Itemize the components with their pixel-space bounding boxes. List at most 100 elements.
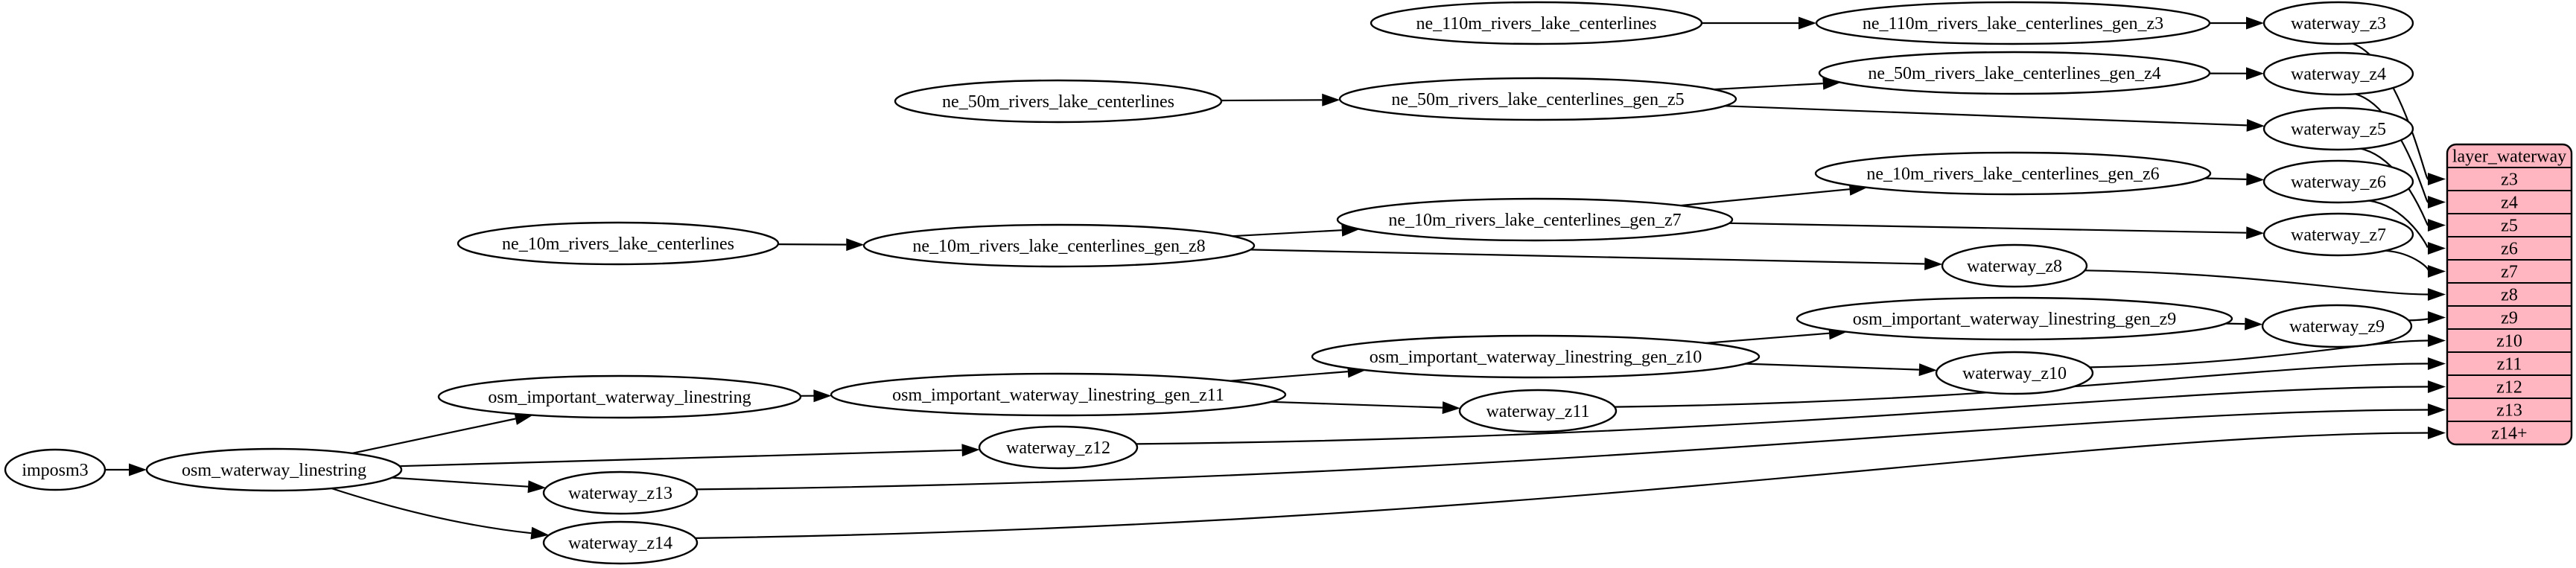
edge-ne-10m-rivers-lake-centerlines-gen-z6-waterway-z6 <box>2204 173 2265 186</box>
edges-layer <box>105 16 2446 540</box>
edge-waterway-z6-layer-waterway-z6 <box>2368 200 2446 255</box>
node-label-osm-waterway-linestring: osm_waterway_linestring <box>182 461 366 480</box>
node-ne-110m-rivers-lake-centerlines: ne_110m_rivers_lake_centerlines <box>1370 1 1703 45</box>
edge-osm-important-waterway-linestring-osm-important-waterway-linestring-gen-z11 <box>800 389 832 403</box>
node-label-waterway-z7: waterway_z7 <box>2291 226 2386 245</box>
edge-osm-important-waterway-linestring-gen-z10-waterway-z10 <box>1745 363 1937 377</box>
node-ne-110m-rivers-lake-centerlines-gen-z3: ne_110m_rivers_lake_centerlines_gen_z3 <box>1815 1 2211 45</box>
edge-waterway-z9-layer-waterway-z9 <box>2408 311 2446 324</box>
node-waterway-z6: waterway_z6 <box>2262 159 2414 204</box>
record-row-z11: z11 <box>2497 355 2522 374</box>
edge-ne-50m-rivers-lake-centerlines-gen-z4-waterway-z4 <box>2209 67 2264 80</box>
node-label-waterway-z10: waterway_z10 <box>1962 364 2067 383</box>
edge-osm-waterway-linestring-waterway-z14 <box>331 487 550 540</box>
edge-ne-50m-rivers-lake-centerlines-gen-z5-waterway-z5 <box>1724 105 2265 132</box>
record-row-z8: z8 <box>2501 286 2518 305</box>
record-header: layer_waterway <box>2452 147 2566 167</box>
node-waterway-z8: waterway_z8 <box>1941 243 2088 288</box>
node-ne-10m-rivers-lake-centerlines-gen-z6: ne_10m_rivers_lake_centerlines_gen_z6 <box>1814 151 2212 196</box>
node-waterway-z12: waterway_z12 <box>978 425 1139 470</box>
edge-ne-110m-rivers-lake-centerlines-ne-110m-rivers-lake-centerlines-gen-z3 <box>1702 16 1816 30</box>
node-label-ne-50m-rivers-lake-centerlines-gen-z5: ne_50m_rivers_lake_centerlines_gen_z5 <box>1391 90 1684 109</box>
record-row-z4: z4 <box>2501 194 2518 213</box>
node-waterway-z13: waterway_z13 <box>542 470 699 515</box>
node-label-osm-important-waterway-linestring: osm_important_waterway_linestring <box>488 388 751 407</box>
node-label-waterway-z6: waterway_z6 <box>2291 173 2386 192</box>
edge-waterway-z8-layer-waterway-z8 <box>2084 269 2446 301</box>
node-label-ne-110m-rivers-lake-centerlines-gen-z3: ne_110m_rivers_lake_centerlines_gen_z3 <box>1863 14 2163 33</box>
node-imposm3: imposm3 <box>4 448 106 491</box>
record-row-z12: z12 <box>2496 378 2522 398</box>
node-osm-important-waterway-linestring-gen-z10: osm_important_waterway_linestring_gen_z1… <box>1311 334 1761 379</box>
node-ne-50m-rivers-lake-centerlines: ne_50m_rivers_lake_centerlines <box>894 79 1223 124</box>
edge-ne-10m-rivers-lake-centerlines-gen-z8-waterway-z8 <box>1250 249 1943 270</box>
node-ne-10m-rivers-lake-centerlines-gen-z7: ne_10m_rivers_lake_centerlines_gen_z7 <box>1336 197 1734 242</box>
node-label-waterway-z3: waterway_z3 <box>2291 14 2386 33</box>
node-ne-10m-rivers-lake-centerlines-gen-z8: ne_10m_rivers_lake_centerlines_gen_z8 <box>862 223 1256 268</box>
record-row-z5: z5 <box>2501 217 2518 236</box>
node-waterway-z10: waterway_z10 <box>1935 351 2094 395</box>
edge-waterway-z4-layer-waterway-z4 <box>2355 93 2446 208</box>
node-waterway-z4: waterway_z4 <box>2262 51 2414 96</box>
node-ne-10m-rivers-lake-centerlines: ne_10m_rivers_lake_centerlines <box>457 221 780 266</box>
node-waterway-z3: waterway_z3 <box>2262 1 2414 45</box>
node-label-imposm3: imposm3 <box>22 461 88 480</box>
record-row-z10: z10 <box>2496 332 2522 351</box>
edge-osm-waterway-linestring-waterway-z12 <box>399 444 980 468</box>
edge-waterway-z12-layer-waterway-z12 <box>1136 380 2446 445</box>
edge-waterway-z14-layer-waterway-z14+ <box>695 427 2446 539</box>
node-osm-important-waterway-linestring: osm_important_waterway_linestring <box>437 374 802 419</box>
node-label-ne-10m-rivers-lake-centerlines-gen-z7: ne_10m_rivers_lake_centerlines_gen_z7 <box>1388 211 1681 230</box>
edge-osm-waterway-linestring-waterway-z13 <box>392 476 546 494</box>
node-waterway-z11: waterway_z11 <box>1458 389 1618 433</box>
node-label-waterway-z4: waterway_z4 <box>2291 65 2386 84</box>
node-label-ne-50m-rivers-lake-centerlines-gen-z4: ne_50m_rivers_lake_centerlines_gen_z4 <box>1868 64 2160 83</box>
node-ne-50m-rivers-lake-centerlines-gen-z5: ne_50m_rivers_lake_centerlines_gen_z5 <box>1338 77 1737 121</box>
node-label-waterway-z8: waterway_z8 <box>1967 257 2062 276</box>
node-label-waterway-z11: waterway_z11 <box>1486 402 1589 421</box>
record-row-z3: z3 <box>2501 170 2518 190</box>
node-label-ne-10m-rivers-lake-centerlines-gen-z6: ne_10m_rivers_lake_centerlines_gen_z6 <box>1866 165 2159 184</box>
edge-waterway-z11-layer-waterway-z11 <box>1615 357 2446 408</box>
node-waterway-z14: waterway_z14 <box>542 520 699 565</box>
edge-ne-110m-rivers-lake-centerlines-gen-z3-waterway-z3 <box>2210 16 2264 30</box>
edge-osm-waterway-linestring-osm-important-waterway-linestring <box>352 412 533 454</box>
node-label-waterway-z9: waterway_z9 <box>2289 317 2385 336</box>
node-label-waterway-z14: waterway_z14 <box>568 534 672 553</box>
edge-ne-50m-rivers-lake-centerlines-ne-50m-rivers-lake-centerlines-gen-z5 <box>1221 93 1341 106</box>
node-label-waterway-z13: waterway_z13 <box>568 484 672 503</box>
node-waterway-z5: waterway_z5 <box>2262 106 2414 151</box>
edge-waterway-z10-layer-waterway-z10 <box>2090 334 2446 368</box>
node-osm-important-waterway-linestring-gen-z11: osm_important_waterway_linestring_gen_z1… <box>830 372 1287 417</box>
node-label-osm-important-waterway-linestring-gen-z9: osm_important_waterway_linestring_gen_z9 <box>1853 310 2177 329</box>
edge-imposm3-osm-waterway-linestring <box>105 463 147 476</box>
record-row-z9: z9 <box>2501 309 2518 328</box>
node-label-ne-10m-rivers-lake-centerlines: ne_10m_rivers_lake_centerlines <box>502 234 734 254</box>
record-row-z13: z13 <box>2496 401 2522 421</box>
edge-osm-important-waterway-linestring-gen-z9-waterway-z9 <box>2225 317 2263 331</box>
node-label-ne-10m-rivers-lake-centerlines-gen-z8: ne_10m_rivers_lake_centerlines_gen_z8 <box>912 237 1205 256</box>
node-label-ne-110m-rivers-lake-centerlines: ne_110m_rivers_lake_centerlines <box>1416 14 1657 33</box>
edge-ne-10m-rivers-lake-centerlines-gen-z7-ne-10m-rivers-lake-centerlines-gen-z6 <box>1680 182 1868 207</box>
record-row-z7: z7 <box>2501 263 2518 282</box>
record-row-z6: z6 <box>2501 240 2518 259</box>
edge-waterway-z7-layer-waterway-z7 <box>2385 249 2446 278</box>
edge-ne-50m-rivers-lake-centerlines-gen-z5-ne-50m-rivers-lake-centerlines-gen-z4 <box>1713 77 1841 91</box>
node-label-waterway-z12: waterway_z12 <box>1006 438 1110 458</box>
edge-ne-10m-rivers-lake-centerlines-ne-10m-rivers-lake-centerlines-gen-z8 <box>777 238 865 252</box>
node-label-osm-important-waterway-linestring-gen-z11: osm_important_waterway_linestring_gen_z1… <box>892 386 1224 405</box>
nodes-layer: imposm3 osm_waterway_linestring osm_import… <box>4 1 2573 565</box>
node-label-waterway-z5: waterway_z5 <box>2291 120 2386 139</box>
node-osm-waterway-linestring: osm_waterway_linestring <box>145 447 403 492</box>
record-row-z14+: z14+ <box>2491 424 2527 444</box>
node-ne-50m-rivers-lake-centerlines-gen-z4: ne_50m_rivers_lake_centerlines_gen_z4 <box>1818 51 2211 95</box>
node-label-osm-important-waterway-linestring-gen-z10: osm_important_waterway_linestring_gen_z1… <box>1370 348 1702 367</box>
edge-waterway-z13-layer-waterway-z13 <box>696 403 2446 491</box>
edge-ne-10m-rivers-lake-centerlines-gen-z8-ne-10m-rivers-lake-centerlines-gen-z7 <box>1233 223 1360 237</box>
edge-waterway-z5-layer-waterway-z5 <box>2360 147 2446 232</box>
node-waterway-z9: waterway_z9 <box>2261 304 2413 348</box>
record-layer-waterway: layer_waterway z3 z4 z5 z6 z7 z8 z9 z10 z11 z12 z13… <box>2446 143 2573 446</box>
node-waterway-z7: waterway_z7 <box>2262 212 2414 257</box>
